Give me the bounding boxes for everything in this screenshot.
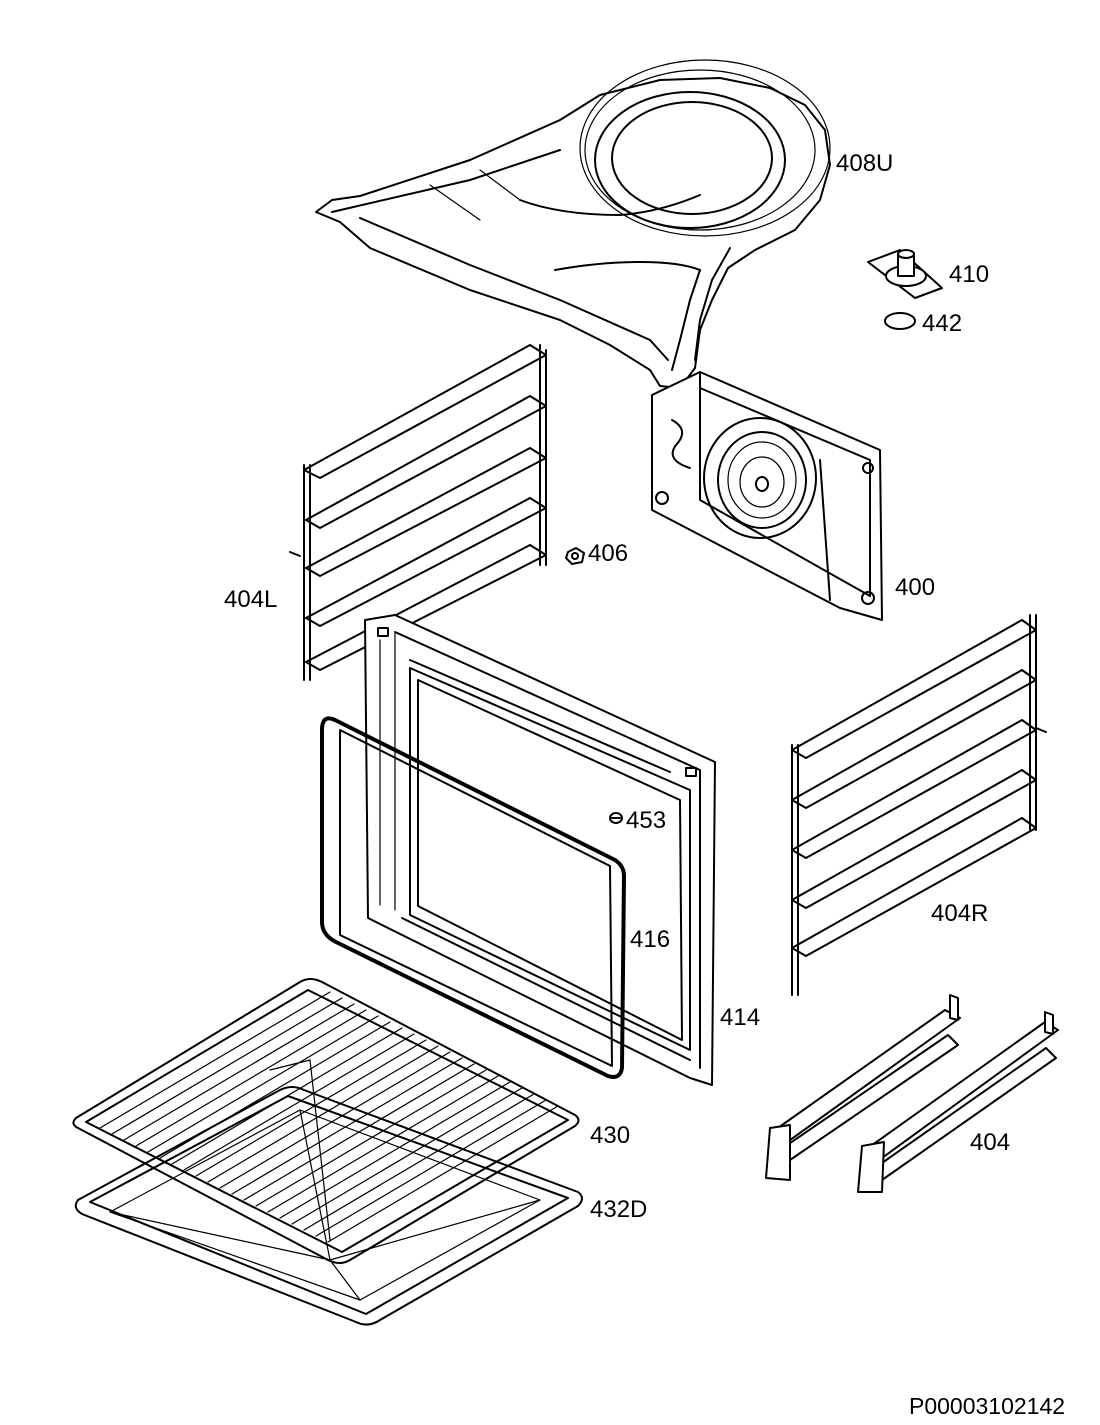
callout-404R: 404R bbox=[931, 900, 988, 927]
part-406-nut[interactable] bbox=[565, 547, 585, 565]
part-400-rear-panel-fan[interactable] bbox=[651, 371, 883, 621]
part-408U-top-cover[interactable] bbox=[315, 59, 831, 389]
part-432D-baking-tray[interactable] bbox=[74, 1086, 583, 1326]
callout-410: 410 bbox=[949, 261, 989, 288]
part-404R-right-shelf-support[interactable] bbox=[791, 614, 1047, 996]
callout-453: 453 bbox=[626, 807, 666, 834]
part-414-liner-frame[interactable] bbox=[364, 614, 716, 1086]
callout-400: 400 bbox=[895, 574, 935, 601]
callout-416: 416 bbox=[630, 926, 670, 953]
part-453-screw[interactable] bbox=[609, 812, 623, 824]
callout-432D: 432D bbox=[590, 1196, 647, 1223]
callout-408U: 408U bbox=[836, 150, 893, 177]
drawing-number: P00003102142 bbox=[909, 1393, 1065, 1419]
callout-404L: 404L bbox=[224, 586, 277, 613]
part-410-motor-bracket[interactable] bbox=[867, 249, 943, 299]
part-442-washer[interactable] bbox=[884, 312, 916, 330]
part-404L-left-shelf-support[interactable] bbox=[289, 344, 547, 681]
part-416-door-gasket[interactable] bbox=[320, 716, 626, 1079]
callout-430: 430 bbox=[590, 1122, 630, 1149]
part-404-telescopic-runners[interactable] bbox=[765, 994, 1059, 1193]
callout-404: 404 bbox=[970, 1129, 1010, 1156]
callout-406: 406 bbox=[588, 540, 628, 567]
callout-414: 414 bbox=[720, 1004, 760, 1031]
callout-442: 442 bbox=[922, 310, 962, 337]
